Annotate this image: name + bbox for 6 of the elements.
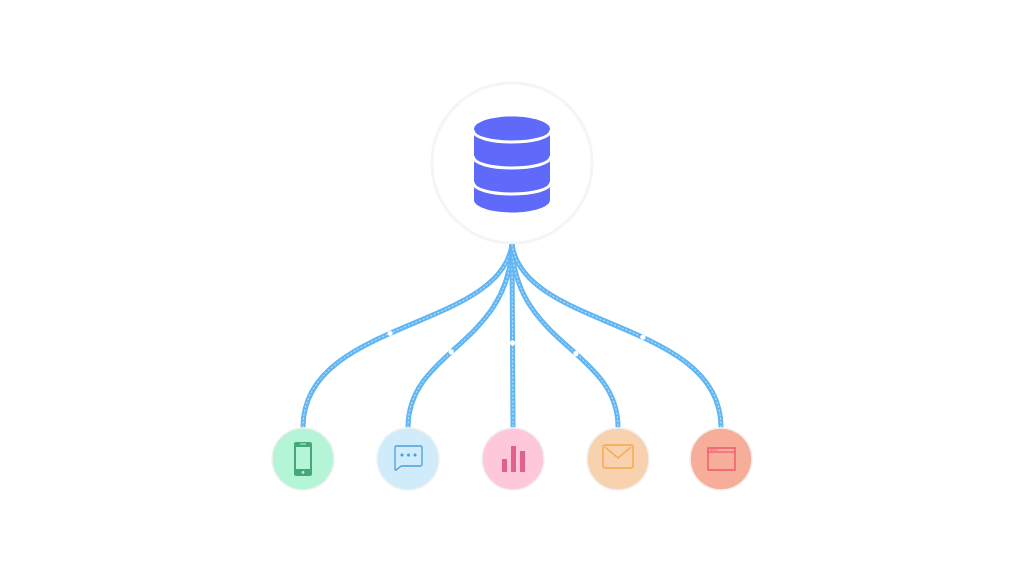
connector-line: [509, 244, 516, 428]
round-badge: [689, 427, 753, 491]
round-badge: [481, 427, 545, 491]
connector-line: [509, 243, 724, 428]
round-badge: [376, 427, 440, 491]
round-badge: [586, 427, 650, 491]
